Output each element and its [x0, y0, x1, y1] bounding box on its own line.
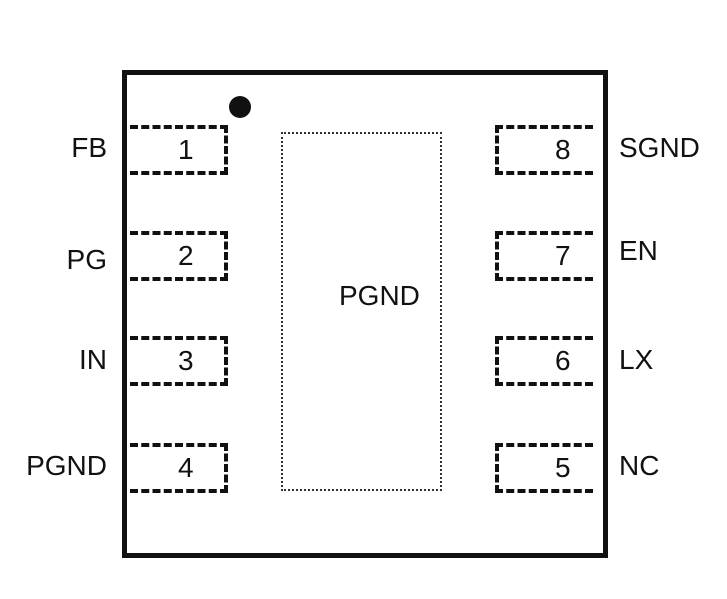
pin-number: 2 [178, 240, 194, 271]
pin-name: PG [66, 244, 107, 275]
pin-name: SGND [619, 132, 700, 163]
pin-pad-4: 4 [130, 443, 228, 493]
pin-number: 1 [178, 134, 194, 165]
pin-pad-1: 1 [130, 125, 228, 175]
pin-name: PGND [26, 450, 107, 481]
pin-pad-5: 5 [495, 443, 593, 493]
exposed-pad [281, 132, 442, 491]
pin-name: EN [619, 235, 658, 266]
ic-package-outline [122, 70, 608, 558]
pin-number: 6 [555, 345, 571, 376]
pin-pad-7: 7 [495, 231, 593, 281]
pin-number: 8 [555, 134, 571, 165]
pin-name: FB [71, 132, 107, 163]
pin-number: 5 [555, 452, 571, 483]
pin-number: 3 [178, 345, 194, 376]
pin1-indicator-dot [229, 96, 251, 118]
exposed-pad-label: PGND [339, 280, 420, 311]
pin-pad-6: 6 [495, 336, 593, 386]
pin-name: NC [619, 450, 660, 481]
pin-number: 4 [178, 452, 194, 483]
pin-pad-2: 2 [130, 231, 228, 281]
pin-pad-3: 3 [130, 336, 228, 386]
pin-name: IN [79, 344, 107, 375]
pin-number: 7 [555, 240, 571, 271]
pin-name: LX [619, 344, 654, 375]
pin-pad-8: 8 [495, 125, 593, 175]
